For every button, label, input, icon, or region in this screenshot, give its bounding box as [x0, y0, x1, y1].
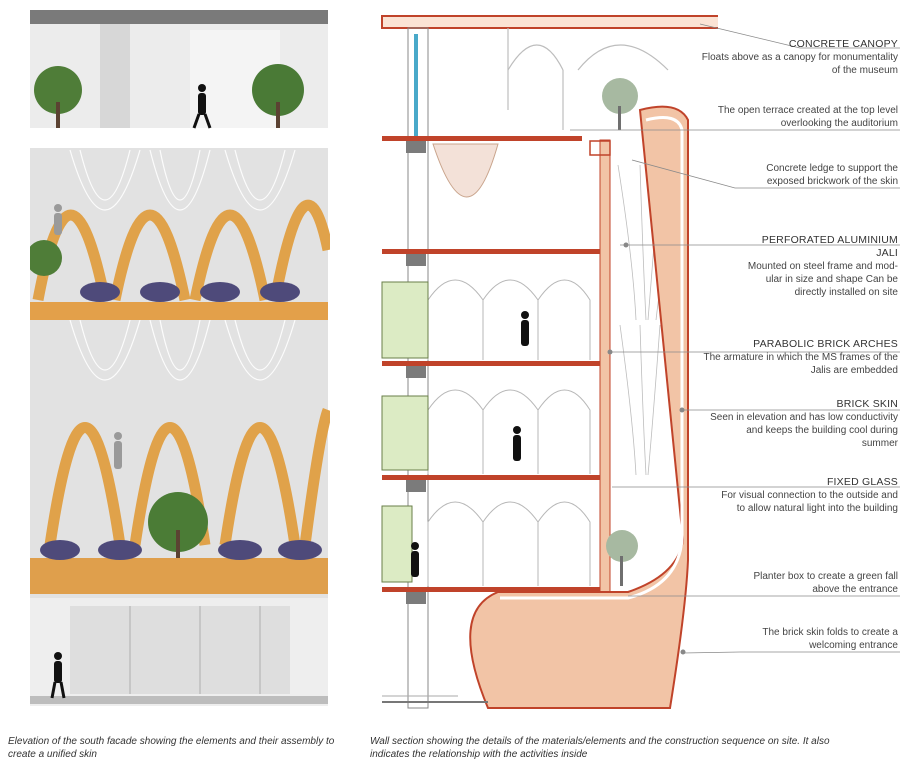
- label-description: Floats above as a canopy for monumentali…: [701, 52, 898, 76]
- label-parabolic-arches: PARABOLIC BRICK ARCHES The armature in w…: [700, 338, 898, 377]
- floor-slabs: [382, 136, 602, 592]
- south-facade-elevation: [30, 10, 330, 706]
- label-description: For visual connection to the outside and…: [721, 490, 898, 514]
- tree-icon: [602, 78, 638, 586]
- label-description: Seen in elevation and has low conductivi…: [710, 412, 898, 449]
- concrete-canopy: [381, 15, 718, 29]
- label-entrance-fold: The brick skin folds to create a welcomi…: [730, 626, 898, 652]
- tree-icon: [252, 64, 304, 128]
- person-silhouette-icon: [54, 204, 122, 469]
- label-title: FIXED GLASS: [826, 476, 898, 488]
- wall-section-drawing: [381, 15, 718, 709]
- label-description: Planter box to create a green fall above…: [753, 571, 898, 595]
- label-brick-skin: BRICK SKIN Seen in elevation and has low…: [710, 398, 898, 450]
- label-fixed-glass: FIXED GLASS For visual connection to the…: [720, 476, 898, 515]
- label-description: The brick skin folds to create a welcomi…: [762, 627, 898, 651]
- tree-icon: [34, 66, 82, 128]
- parabolic-brick-arches: [32, 199, 330, 546]
- brick-skin: [469, 105, 689, 709]
- label-title: PARABOLIC BRICK ARCHES: [753, 338, 898, 350]
- label-title: BRICK SKIN: [836, 398, 898, 410]
- label-concrete-ledge: Concrete ledge to support the exposed br…: [740, 162, 898, 188]
- label-description: Concrete ledge to support the exposed br…: [766, 163, 898, 187]
- person-silhouette-icon: [192, 84, 212, 129]
- person-silhouette-icon: [411, 311, 529, 577]
- label-description: Mounted on steel frame and mod- ular in …: [747, 261, 898, 298]
- person-silhouette-icon: [50, 652, 66, 699]
- label-perforated-jali: PERFORATED ALUMINIUM JALI Mounted on ste…: [740, 234, 898, 299]
- planter-shrubs: [40, 282, 322, 560]
- label-title: PERFORATED ALUMINIUM JALI: [761, 234, 898, 259]
- caption-wall-section: Wall section showing the details of the …: [370, 736, 830, 760]
- label-title: CONCRETE CANOPY: [788, 38, 898, 50]
- label-concrete-canopy: CONCRETE CANOPY Floats above as a canopy…: [700, 38, 898, 77]
- tree-icon: [30, 240, 62, 276]
- label-planter-box: Planter box to create a green fall above…: [730, 570, 898, 596]
- caption-elevation: Elevation of the south facade showing th…: [8, 736, 335, 760]
- label-description: The open terrace created at the top leve…: [717, 105, 898, 129]
- label-description: The armature in which the MS frames of t…: [703, 352, 898, 376]
- label-open-terrace: The open terrace created at the top leve…: [700, 104, 898, 130]
- tree-icon: [148, 492, 208, 558]
